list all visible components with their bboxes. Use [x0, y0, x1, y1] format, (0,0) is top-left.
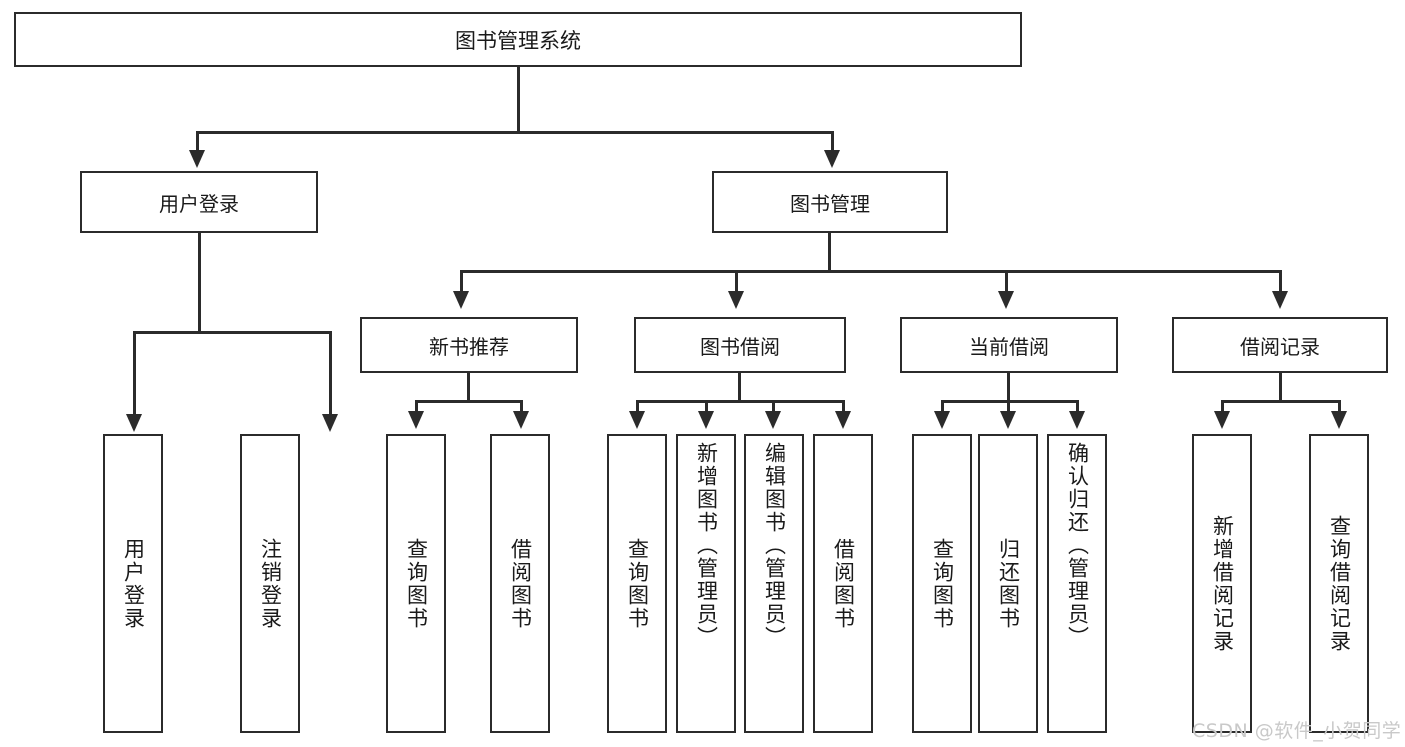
edge-book-manage-to-new-book [460, 270, 463, 294]
leaf-query-book-borrow[interactable]: 查询图书 [607, 434, 667, 733]
edge-user-login-to-leaf-2 [329, 331, 332, 417]
leaf-query-book-recommend[interactable]: 查询图书 [386, 434, 446, 733]
arrow-down-icon [1000, 411, 1016, 429]
edge-user-login-bus [133, 331, 332, 334]
arrow-down-icon [835, 411, 851, 429]
arrow-down-icon [189, 150, 205, 168]
edge-current-borrow-to-leaf-3 [1076, 400, 1079, 414]
leaf-confirm-return-admin[interactable]: 确认归还（管理员） [1047, 434, 1107, 733]
arrow-down-icon [629, 411, 645, 429]
leaf-user-login[interactable]: 用户登录 [103, 434, 163, 733]
leaf-return-book[interactable]: 归还图书 [978, 434, 1038, 733]
arrow-down-icon [1272, 291, 1288, 309]
edge-borrow-record-to-leaf-2 [1338, 400, 1341, 414]
edge-root-to-book-manage [831, 131, 834, 153]
edge-new-book-bus [415, 400, 523, 403]
arrow-down-icon [1331, 411, 1347, 429]
edge-book-borrow-to-leaf-1 [636, 400, 639, 414]
edge-new-book-to-leaf-2 [520, 400, 523, 414]
node-root-system[interactable]: 图书管理系统 [14, 12, 1022, 67]
edge-book-borrow-to-leaf-3 [772, 400, 775, 414]
edge-book-manage-stem [828, 233, 831, 272]
arrow-down-icon [322, 414, 338, 432]
edge-current-borrow-to-leaf-2 [1007, 400, 1010, 414]
node-current-borrow[interactable]: 当前借阅 [900, 317, 1118, 373]
node-new-book-recommend[interactable]: 新书推荐 [360, 317, 578, 373]
leaf-query-book-current[interactable]: 查询图书 [912, 434, 972, 733]
edge-book-borrow-to-leaf-4 [842, 400, 845, 414]
arrow-down-icon [934, 411, 950, 429]
edge-book-manage-to-record [1279, 270, 1282, 294]
watermark-text: CSDN @软件_小贺同学 [1192, 720, 1402, 742]
edge-borrow-record-bus [1221, 400, 1341, 403]
edge-user-login-to-leaf-1 [133, 331, 136, 417]
edge-book-borrow-to-leaf-2 [705, 400, 708, 414]
arrow-down-icon [698, 411, 714, 429]
edge-new-book-stem [467, 373, 470, 402]
arrow-down-icon [728, 291, 744, 309]
edge-borrow-record-stem [1279, 373, 1282, 402]
leaf-query-borrow-record[interactable]: 查询借阅记录 [1309, 434, 1369, 733]
arrow-down-icon [513, 411, 529, 429]
edge-book-borrow-stem [738, 373, 741, 402]
edge-book-manage-to-borrow [735, 270, 738, 294]
edge-root-stem [517, 66, 520, 133]
arrow-down-icon [1214, 411, 1230, 429]
arrow-down-icon [824, 150, 840, 168]
leaf-borrow-book[interactable]: 借阅图书 [813, 434, 873, 733]
leaf-add-book-admin[interactable]: 新增图书（管理员） [676, 434, 736, 733]
edge-borrow-record-to-leaf-1 [1221, 400, 1224, 414]
node-borrow-record[interactable]: 借阅记录 [1172, 317, 1388, 373]
arrow-down-icon [408, 411, 424, 429]
edge-current-borrow-bus [941, 400, 1079, 403]
edge-book-borrow-bus [636, 400, 845, 403]
edge-book-manage-bus [460, 270, 1282, 273]
arrow-down-icon [998, 291, 1014, 309]
leaf-borrow-book-recommend[interactable]: 借阅图书 [490, 434, 550, 733]
edge-book-manage-to-current [1005, 270, 1008, 294]
edge-current-borrow-stem [1007, 373, 1010, 402]
node-book-borrow[interactable]: 图书借阅 [634, 317, 846, 373]
leaf-edit-book-admin[interactable]: 编辑图书（管理员） [744, 434, 804, 733]
leaf-add-borrow-record[interactable]: 新增借阅记录 [1192, 434, 1252, 733]
edge-user-login-stem [198, 233, 201, 333]
edge-root-bus [196, 131, 834, 134]
node-book-manage[interactable]: 图书管理 [712, 171, 948, 233]
arrow-down-icon [765, 411, 781, 429]
node-user-login[interactable]: 用户登录 [80, 171, 318, 233]
arrow-down-icon [126, 414, 142, 432]
arrow-down-icon [1069, 411, 1085, 429]
arrow-down-icon [453, 291, 469, 309]
leaf-logout[interactable]: 注销登录 [240, 434, 300, 733]
edge-root-to-user-login [196, 131, 199, 153]
edge-new-book-to-leaf-1 [415, 400, 418, 414]
edge-current-borrow-to-leaf-1 [941, 400, 944, 414]
